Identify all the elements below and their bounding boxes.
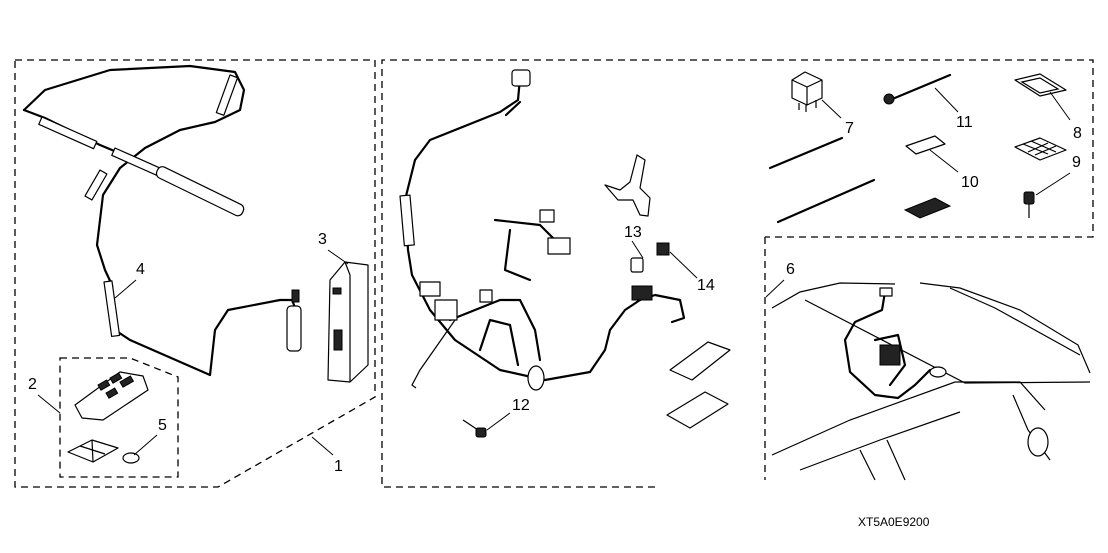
callout-7: 7 <box>845 120 854 137</box>
main-harness <box>399 69 686 391</box>
control-unit <box>327 261 369 383</box>
vehicle-outline <box>771 282 1091 481</box>
fuse <box>656 242 670 256</box>
kit-group-border <box>14 59 376 488</box>
coin-battery <box>122 452 140 464</box>
diagram-code: XT5A0E9200 <box>858 515 930 529</box>
bracket <box>604 154 651 217</box>
callout-14: 14 <box>697 277 715 294</box>
label-sticker <box>905 135 946 155</box>
manual-2 <box>666 391 729 429</box>
callout-12: 12 <box>512 397 530 414</box>
relay <box>791 71 823 112</box>
callout-2: 2 <box>28 376 37 393</box>
callout-4: 4 <box>136 261 145 278</box>
label-sticker-2 <box>903 197 952 219</box>
callout-8: 8 <box>1073 125 1082 142</box>
callout-1: 1 <box>334 458 343 475</box>
pad-mesh <box>1014 137 1067 161</box>
callout-13: 13 <box>624 224 642 241</box>
fuse-cap <box>630 257 644 273</box>
callout-11: 11 <box>956 114 973 131</box>
callout-10: 10 <box>961 174 979 191</box>
manual-1 <box>669 341 731 381</box>
cable-tie-1 <box>768 136 844 170</box>
bolt <box>462 419 487 438</box>
callout-6: 6 <box>786 261 795 278</box>
key-fob <box>74 371 149 421</box>
clip <box>1023 191 1035 218</box>
cable-tie-2 <box>776 178 876 224</box>
callout-9: 9 <box>1072 154 1081 171</box>
antenna-wire <box>22 64 302 377</box>
callout-3: 3 <box>318 231 327 248</box>
callout-5: 5 <box>158 417 167 434</box>
harness-group-border <box>381 59 765 488</box>
key-fob-group-border <box>59 357 179 478</box>
installed-harness <box>843 287 947 400</box>
tie-clip <box>883 73 952 105</box>
